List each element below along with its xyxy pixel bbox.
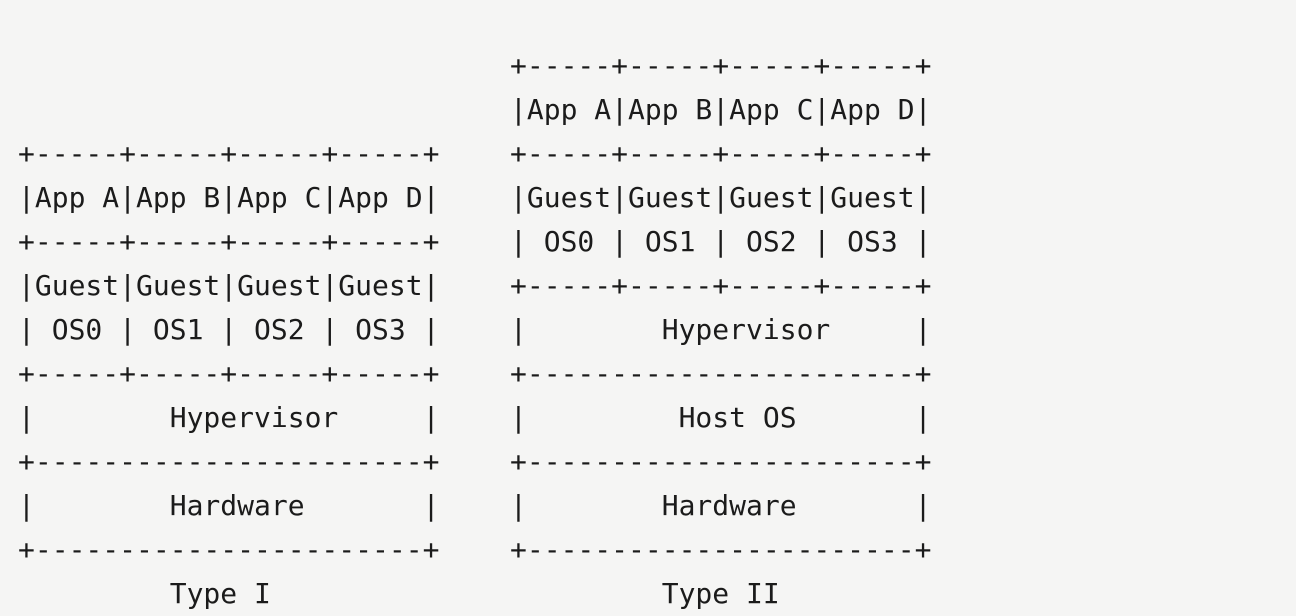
ascii-row: +-----+-----+-----+-----+	[510, 49, 932, 82]
ascii-row-apps: |App A|App B|App C|App D|	[510, 93, 932, 126]
ascii-row: +-----------------------+	[18, 533, 440, 566]
ascii-row: +-----------------------+	[510, 357, 932, 390]
ascii-row: +-----+-----+-----+-----+	[18, 137, 440, 170]
ascii-row-hardware: | Hardware |	[18, 489, 440, 522]
type-1-caption: Type I	[18, 577, 271, 610]
ascii-row: +-----------------------+	[18, 445, 440, 478]
ascii-row: +-----+-----+-----+-----+	[510, 137, 932, 170]
type-2-hypervisor-diagram: +-----+-----+-----+-----+ |App A|App B|Ap…	[510, 44, 931, 616]
ascii-row: +-----------------------+	[510, 445, 932, 478]
ascii-row: +-----+-----+-----+-----+	[18, 225, 440, 258]
ascii-row: +-----+-----+-----+-----+	[510, 269, 932, 302]
ascii-row-guest-bottom: | OS0 | OS1 | OS2 | OS3 |	[510, 225, 932, 258]
type-2-caption: Type II	[510, 577, 780, 610]
ascii-row-guest-bottom: | OS0 | OS1 | OS2 | OS3 |	[18, 313, 440, 346]
ascii-row: +-----------------------+	[510, 533, 932, 566]
ascii-row: +-----+-----+-----+-----+	[18, 357, 440, 390]
ascii-row-hypervisor: | Hypervisor |	[18, 401, 440, 434]
type-1-hypervisor-diagram: +-----+-----+-----+-----+ |App A|App B|Ap…	[18, 132, 439, 616]
ascii-row-host-os: | Host OS |	[510, 401, 932, 434]
ascii-row-guest-top: |Guest|Guest|Guest|Guest|	[510, 181, 932, 214]
ascii-row-hypervisor: | Hypervisor |	[510, 313, 932, 346]
ascii-row-apps: |App A|App B|App C|App D|	[18, 181, 440, 214]
ascii-row-guest-top: |Guest|Guest|Guest|Guest|	[18, 269, 440, 302]
ascii-row-hardware: | Hardware |	[510, 489, 932, 522]
